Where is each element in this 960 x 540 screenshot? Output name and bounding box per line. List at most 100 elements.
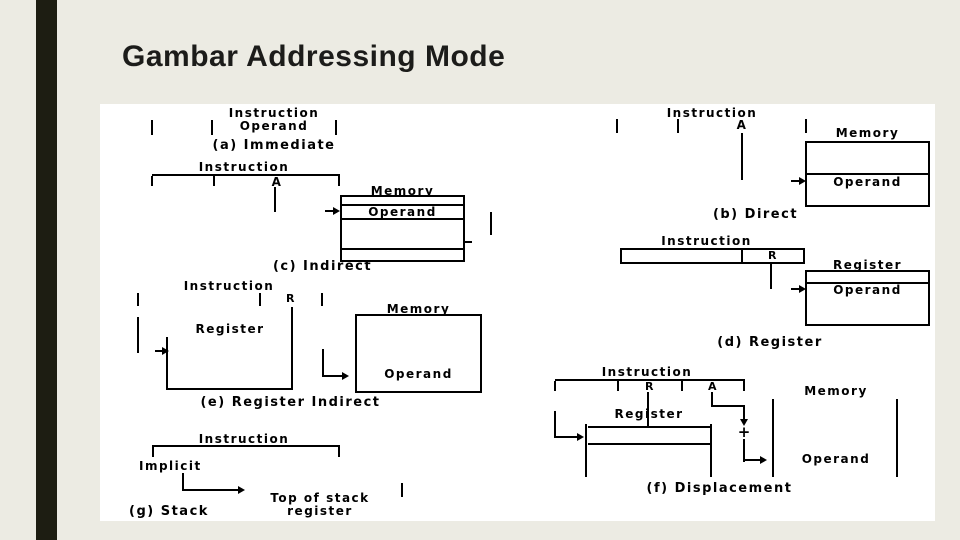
indirect-caption: (c) Indirect [272, 259, 373, 274]
register-box-bottom [166, 388, 293, 390]
wrap-line [401, 483, 403, 497]
indirect-address-field: A [271, 175, 283, 189]
register-operand-cell: Operand [833, 283, 902, 297]
arrow-right-icon [342, 372, 349, 380]
arrow-line [155, 350, 165, 352]
field-tick [151, 176, 153, 186]
connector-line [322, 375, 346, 377]
register-caption: (d) Register [717, 335, 823, 350]
indirect-memory-label: Memory [370, 184, 435, 198]
address-line [711, 405, 745, 407]
memory-box-left [772, 399, 774, 477]
indirect-memory-box [340, 195, 465, 262]
address-line [274, 187, 276, 212]
register-bank-box [805, 270, 930, 326]
stack-instruction-label: Instruction [198, 432, 290, 446]
direct-operand-cell: Operand [833, 175, 902, 189]
field-tick [617, 381, 619, 391]
immediate-instruction-label: Instruction [228, 106, 320, 120]
connector-line [743, 439, 745, 462]
arrow-line [791, 180, 801, 182]
slide-accent-bar [36, 0, 57, 540]
wrap-line [490, 212, 492, 235]
stack-implicit-label: Implicit [139, 459, 202, 473]
instruction-bracket [555, 379, 745, 381]
direct-instruction-label: Instruction [666, 106, 758, 120]
displacement-instruction-label: Instruction [601, 365, 693, 379]
regindirect-caption: (e) Register Indirect [200, 395, 381, 410]
direct-caption: (b) Direct [712, 207, 799, 222]
address-line [741, 133, 743, 180]
register-r-field: R [768, 249, 778, 262]
stack-target-line2: register [287, 504, 353, 518]
field-divider [741, 248, 743, 264]
adder-plus-sign: + [737, 423, 751, 441]
instruction-bracket [152, 174, 340, 176]
arrow-right-icon [799, 285, 806, 293]
wrap-line [465, 241, 472, 243]
field-tick [338, 176, 340, 186]
memory-row-line [342, 218, 463, 220]
stack-target-label: Top of stack register [247, 492, 393, 518]
arrow-right-icon [162, 347, 169, 355]
register-line [647, 392, 649, 428]
field-tick [152, 445, 154, 457]
register-row-line [807, 282, 928, 284]
indirect-operand-cell: Operand [368, 205, 437, 219]
memory-box-right [896, 399, 898, 477]
immediate-caption: (a) Immediate [212, 138, 336, 153]
displacement-caption: (f) Displacement [646, 481, 793, 496]
field-tick [137, 293, 139, 306]
direct-address-field: A [736, 118, 748, 132]
arrow-right-icon [238, 486, 245, 494]
regindirect-instruction-label: Instruction [183, 279, 275, 293]
arrow-line [791, 288, 801, 290]
displacement-operand-cell: Operand [801, 452, 871, 466]
memory-row-line [807, 173, 928, 175]
field-tick [338, 445, 340, 457]
field-tick [259, 293, 261, 306]
connector-line [182, 489, 242, 491]
memory-row-line [342, 248, 463, 250]
indirect-instruction-label: Instruction [198, 160, 290, 174]
regindirect-memory-label: Memory [386, 302, 451, 316]
regindirect-memory-box [355, 314, 482, 393]
displacement-register-label: Register [614, 407, 684, 421]
displacement-r-field: R [645, 380, 655, 393]
field-tick [554, 381, 556, 391]
direct-memory-label: Memory [835, 126, 900, 140]
instruction-bracket [152, 445, 340, 447]
regindirect-r-field: R [286, 292, 296, 305]
connector-line [322, 349, 324, 377]
register-box-left [166, 337, 168, 390]
field-tick [321, 293, 323, 306]
regindirect-register-label: Register [195, 322, 265, 336]
diagram-panel [100, 104, 935, 521]
immediate-operand-field: Operand [239, 119, 309, 133]
field-tick [805, 119, 807, 133]
field-tick [743, 381, 745, 391]
arrow-right-icon [577, 433, 584, 441]
arrow-right-icon [333, 207, 340, 215]
register-line [770, 264, 772, 289]
field-tick [211, 120, 213, 135]
register-box-right [710, 424, 712, 477]
stack-caption: (g) Stack [129, 504, 209, 519]
arrow-right-icon [799, 177, 806, 185]
register-box-right [291, 307, 293, 390]
memory-row-line [342, 204, 463, 206]
field-tick [616, 119, 618, 133]
arrow-line [325, 210, 335, 212]
arrow-right-icon [760, 456, 767, 464]
register-box-top [588, 426, 712, 428]
register-box-left [585, 424, 587, 477]
wrap-line [554, 411, 556, 438]
register-instruction-label: Instruction [661, 234, 752, 248]
slide-title: Gambar Addressing Mode [122, 40, 506, 73]
displacement-memory-label: Memory [804, 384, 868, 398]
connector-line [182, 473, 184, 491]
displacement-a-field: A [707, 380, 718, 393]
register-instruction-box [620, 248, 805, 264]
regindirect-operand-cell: Operand [384, 367, 453, 381]
